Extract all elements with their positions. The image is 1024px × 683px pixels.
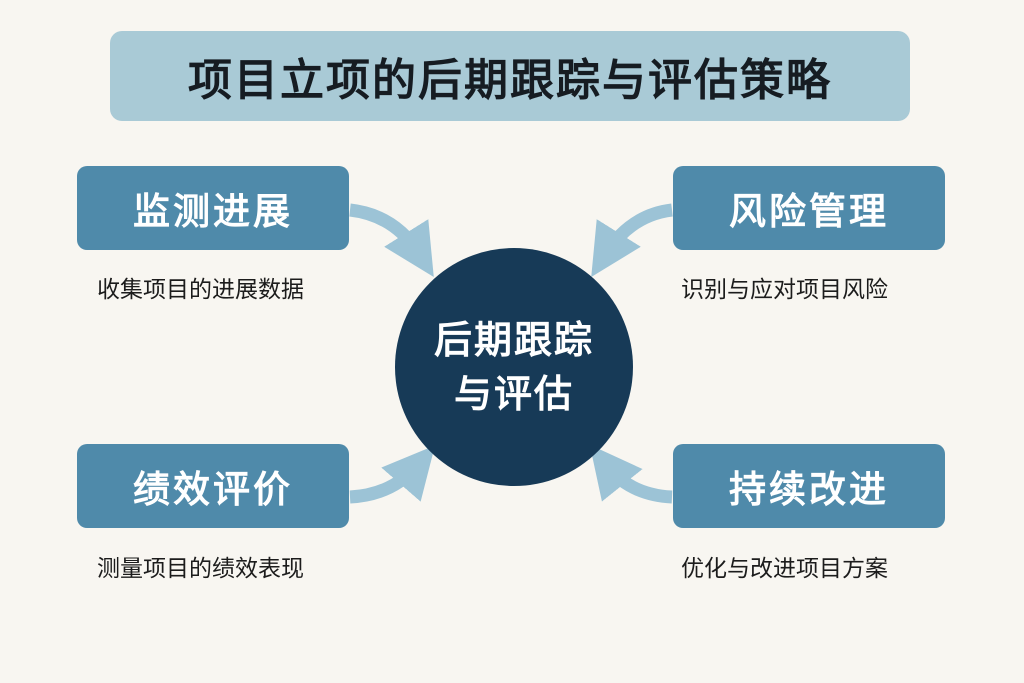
node-monitor-progress: 监测进展 [77,166,349,250]
node-description: 测量项目的绩效表现 [97,556,304,582]
center-line-1: 后期跟踪 [433,318,594,362]
arrow-top-right [591,203,673,278]
node-label: 风险管理 [729,190,889,233]
page-title: 项目立项的后期跟踪与评估策略 [188,55,832,106]
node-description: 收集项目的进展数据 [97,277,304,303]
node-description: 识别与应对项目风险 [681,277,888,303]
node-label: 持续改进 [729,468,889,511]
node-label: 监测进展 [133,190,293,233]
node-description: 优化与改进项目方案 [681,556,888,582]
arrow-bottom-left [349,445,436,504]
arrow-bottom-right [589,444,673,504]
node-continuous-improvement: 持续改进 [673,444,945,528]
arrow-top-left [349,203,434,278]
center-line-2: 与评估 [453,372,574,416]
title-banner: 项目立项的后期跟踪与评估策略 [110,31,910,121]
center-circle: 后期跟踪 与评估 [395,248,633,486]
node-performance-evaluation: 绩效评价 [77,444,349,528]
node-risk-management: 风险管理 [673,166,945,250]
node-label: 绩效评价 [133,468,293,511]
